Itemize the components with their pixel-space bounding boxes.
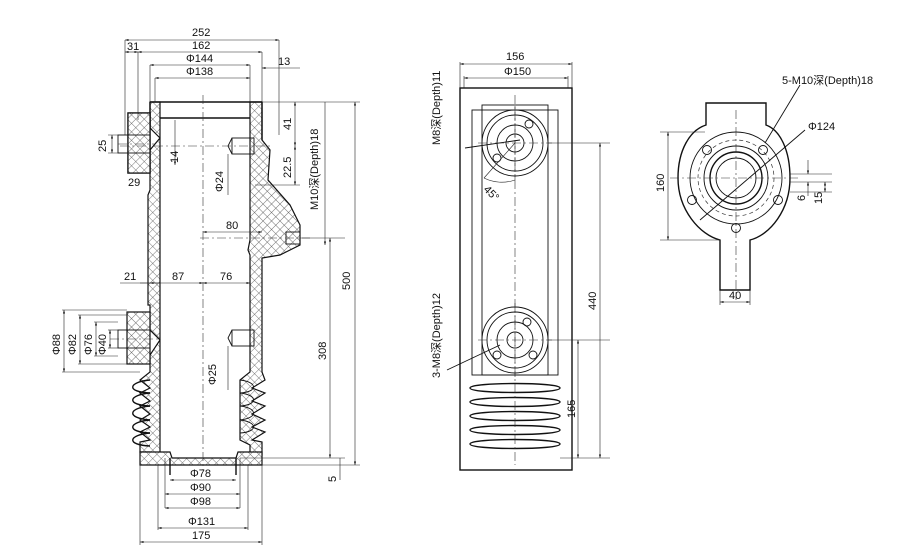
dim-165: 165: [566, 400, 578, 418]
dim-phi90: Φ90: [190, 482, 211, 494]
side-section-view: 252 31 162 Φ144 Φ138 13 41 M10深(Depth)18…: [51, 27, 360, 545]
dim-15: 15: [813, 192, 825, 204]
dim-phi98: Φ98: [190, 496, 211, 508]
right-wall-section: [239, 101, 301, 456]
dim-80: 80: [226, 220, 238, 232]
right-inner-ribs: [239, 379, 254, 434]
label-top-thread: M8深(Depth)11: [430, 71, 443, 145]
bottom-base-section: [139, 451, 263, 466]
lower-boss-dimensions: [62, 309, 140, 373]
dim-25: 25: [97, 140, 109, 152]
dim-22-5: 22.5: [282, 157, 294, 178]
dim-m10-thread: M10深(Depth)18: [308, 129, 321, 210]
dim-phi25: Φ25: [207, 364, 219, 385]
side-inner-dimensions: [108, 120, 262, 390]
side-top-dimensions: [124, 38, 300, 135]
dim-6: 6: [796, 195, 808, 201]
dim-13: 13: [278, 56, 290, 68]
dim-5: 5: [327, 476, 339, 482]
front-bottom-flange: [446, 303, 552, 377]
dim-41: 41: [282, 118, 294, 130]
dim-162: 162: [192, 40, 210, 52]
dim-phi76: Φ76: [83, 334, 95, 355]
dim-phi138: Φ138: [186, 66, 213, 78]
dim-160: 160: [655, 174, 667, 192]
dim-phi131: Φ131: [188, 516, 215, 528]
top-view: 5-M10深(Depth)18 Φ124 160 6 15 40: [655, 74, 873, 305]
front-dimensions: [459, 62, 610, 459]
dim-175: 175: [192, 530, 210, 542]
dim-40: 40: [729, 290, 741, 302]
label-angle: 45°: [481, 184, 501, 204]
dim-14: 14: [169, 151, 181, 163]
internal-holes: [227, 137, 301, 347]
top-view-dimensions: [660, 131, 832, 305]
front-sheds: [469, 382, 561, 450]
upper-left-boss: [117, 112, 155, 174]
dim-phi24: Φ24: [214, 171, 226, 192]
side-right-dimensions: [240, 101, 360, 480]
dim-21: 21: [124, 271, 136, 283]
front-outer-body: [459, 87, 573, 471]
dim-156: 156: [506, 51, 524, 63]
dim-phi78: Φ78: [190, 468, 211, 480]
dim-440: 440: [587, 292, 599, 310]
dim-phi82: Φ82: [67, 334, 79, 355]
left-sheds: [132, 379, 151, 447]
front-view: 156 Φ150 M8深(Depth)11 45° 3-M8深(Depth)12…: [430, 51, 610, 471]
bottom-dimensions: [139, 458, 263, 545]
dim-phi150: Φ150: [504, 66, 531, 78]
angle-arc: [483, 177, 516, 183]
dim-31: 31: [127, 41, 139, 53]
label-bottom-thread: 3-M8深(Depth)12: [430, 293, 443, 378]
dim-phi88: Φ88: [51, 334, 63, 355]
lower-left-boss: [110, 311, 160, 365]
dim-29: 29: [128, 177, 140, 189]
dim-phi40: Φ40: [97, 334, 109, 355]
dim-phi124: Φ124: [808, 121, 835, 133]
label-top-thread-5: 5-M10深(Depth)18: [782, 74, 873, 87]
dim-252: 252: [192, 27, 210, 39]
dim-phi144: Φ144: [186, 53, 213, 65]
dim-500: 500: [341, 272, 353, 290]
dim-308: 308: [317, 342, 329, 360]
dim-76: 76: [220, 271, 232, 283]
front-top-flange: [464, 106, 552, 180]
dim-87: 87: [172, 271, 184, 283]
